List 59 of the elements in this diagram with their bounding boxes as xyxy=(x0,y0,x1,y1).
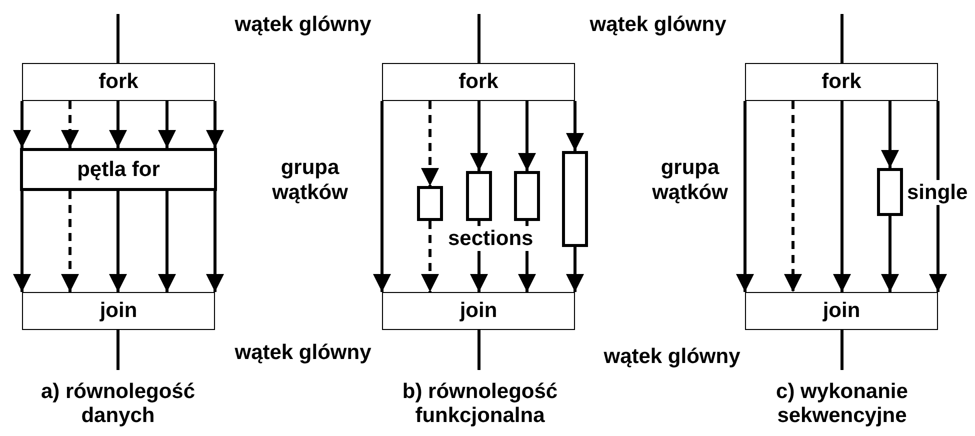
panel-caption: b) równolegość funkcjonalna xyxy=(401,380,559,428)
thread-line xyxy=(478,330,480,370)
box-label: fork xyxy=(98,70,138,94)
task-box xyxy=(562,151,588,247)
box-label: join xyxy=(822,299,860,323)
task-box xyxy=(514,171,540,221)
group-label: grupa wątków xyxy=(271,155,349,205)
thread-line xyxy=(840,14,844,63)
arrow xyxy=(158,101,176,148)
arrow xyxy=(206,191,224,292)
arrow xyxy=(929,101,947,292)
thread-line xyxy=(116,330,120,370)
loop-box xyxy=(20,148,217,191)
arrow xyxy=(109,101,127,148)
arrow xyxy=(61,191,79,292)
fork-box xyxy=(382,63,575,101)
thread-line xyxy=(478,14,480,63)
task-box xyxy=(877,168,903,216)
box-label: fork xyxy=(822,70,862,94)
caption: wątek glówny xyxy=(234,340,372,365)
arrow xyxy=(13,191,31,292)
arrow xyxy=(784,101,802,292)
arrow xyxy=(566,247,584,292)
thread-line xyxy=(840,330,844,370)
fork-box xyxy=(745,63,938,101)
arrow xyxy=(206,101,224,148)
arrow xyxy=(61,101,79,148)
arrow xyxy=(881,101,899,168)
arrow xyxy=(470,101,488,171)
arrow xyxy=(158,191,176,292)
arrow xyxy=(421,101,439,186)
caption: wątek glówny xyxy=(588,12,728,37)
arrow xyxy=(736,101,754,292)
arrow xyxy=(109,191,127,292)
join-box xyxy=(745,292,938,330)
arrow xyxy=(518,101,536,171)
block-label: sections xyxy=(446,226,536,251)
panel-caption: a) równolegość danych xyxy=(40,380,196,428)
fork-box xyxy=(22,63,215,101)
task-box xyxy=(417,186,443,221)
arrow xyxy=(881,216,899,292)
join-box xyxy=(382,292,575,330)
block-label: single xyxy=(905,180,970,205)
caption: wątek glówny xyxy=(234,12,372,37)
thread-line xyxy=(116,14,120,63)
box-label: pętla for xyxy=(77,158,160,182)
task-box xyxy=(466,171,492,221)
caption: wątek glówny xyxy=(602,344,742,369)
join-box xyxy=(22,292,215,330)
arrow xyxy=(373,101,391,292)
arrow xyxy=(13,101,31,148)
arrow xyxy=(421,221,439,292)
arrow xyxy=(566,101,584,151)
box-label: fork xyxy=(458,70,498,94)
group-label: grupa wątków xyxy=(651,155,729,205)
panel-caption: c) wykonanie sekwencyjne xyxy=(775,380,909,428)
arrow xyxy=(833,101,851,292)
box-label: join xyxy=(460,299,498,323)
box-label: join xyxy=(100,299,138,323)
